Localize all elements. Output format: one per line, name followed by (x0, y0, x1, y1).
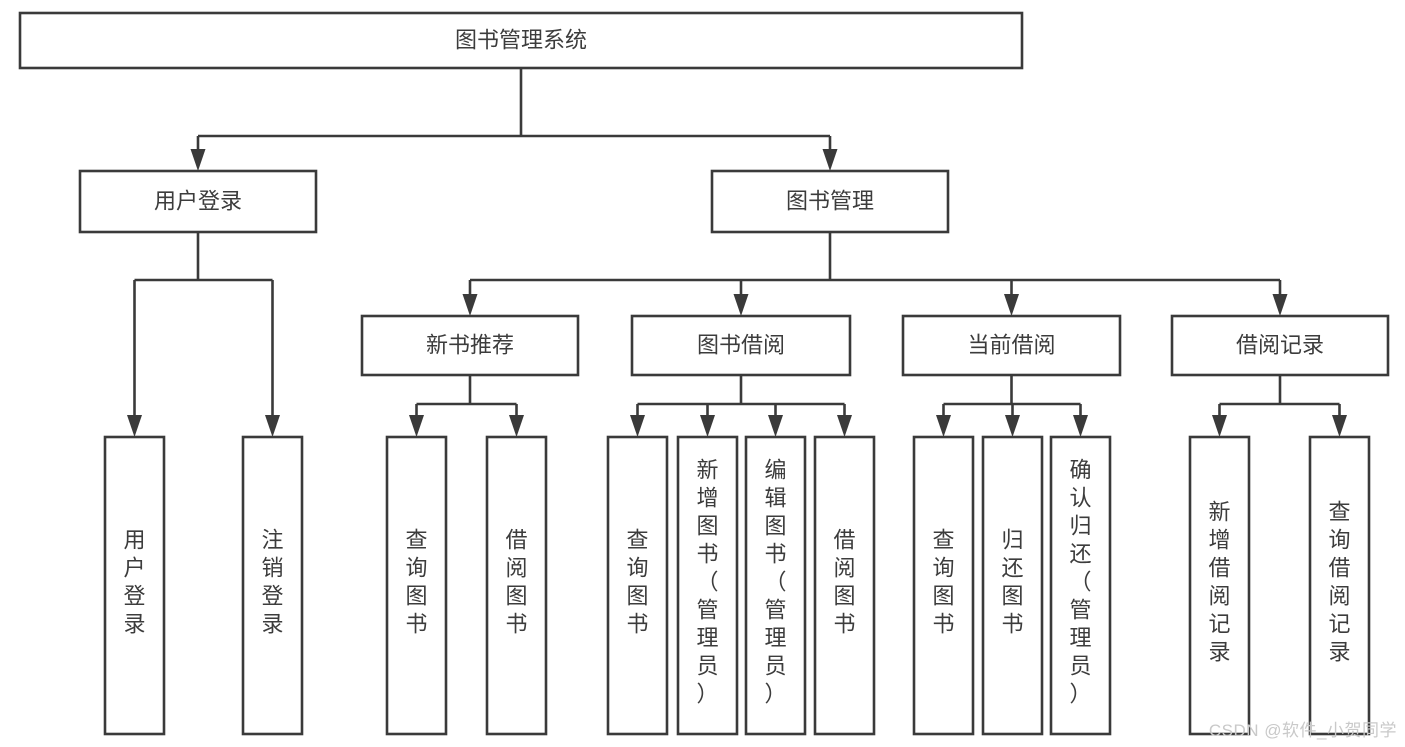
arrow-head-icon (1004, 294, 1019, 316)
node-label: 编辑图书（管理员） (764, 458, 786, 707)
node-leaf-return-book[interactable]: 归还图书 (981, 435, 1044, 736)
node-leaf-add-book[interactable]: 新增图书（管理员） (676, 435, 739, 736)
node-label: 查询图书 (405, 528, 427, 637)
node-book-borrow[interactable]: 图书借阅 (630, 314, 852, 377)
arrow-head-icon (768, 415, 783, 437)
arrow-head-icon (1272, 294, 1288, 316)
arrow-head-icon (509, 415, 524, 437)
node-layer: 图书管理系统用户登录图书管理新书推荐图书借阅当前借阅借阅记录用户登录注销登录查询… (18, 11, 1390, 736)
node-label: 借阅图书 (833, 528, 855, 637)
node-label: 新增图书（管理员） (696, 458, 718, 707)
node-label: 查询图书 (626, 528, 648, 637)
node-user-login[interactable]: 用户登录 (78, 169, 318, 234)
arrow-head-icon (1073, 415, 1088, 437)
node-label: 查询借阅记录 (1328, 500, 1350, 665)
arrow-head-icon (700, 415, 715, 437)
node-label: 查询图书 (932, 528, 954, 637)
node-label: 图书管理 (786, 188, 874, 213)
node-book-manage[interactable]: 图书管理 (710, 169, 950, 234)
node-box[interactable] (981, 435, 1044, 736)
arrow-head-icon (936, 415, 951, 437)
node-box[interactable] (485, 435, 548, 736)
node-label: 当前借阅 (967, 332, 1055, 357)
node-label: 图书管理系统 (455, 27, 587, 52)
node-box[interactable] (78, 169, 318, 234)
node-box[interactable] (710, 169, 950, 234)
node-box[interactable] (1049, 435, 1112, 736)
node-label: 新书推荐 (426, 332, 514, 357)
node-current-borrow[interactable]: 当前借阅 (901, 314, 1122, 377)
node-leaf-query-book-1[interactable]: 查询图书 (385, 435, 448, 736)
node-label: 确认归还（管理员） (1069, 458, 1091, 707)
node-label: 借阅图书 (505, 528, 527, 637)
node-root[interactable]: 图书管理系统 (18, 11, 1024, 70)
connector-layer (127, 68, 1347, 437)
arrow-head-icon (837, 415, 852, 437)
node-label: 图书借阅 (697, 332, 785, 357)
node-label: 注销登录 (261, 528, 283, 637)
arrow-head-icon (462, 294, 478, 316)
node-box[interactable] (103, 435, 166, 736)
node-label: 新增借阅记录 (1208, 500, 1230, 665)
arrow-head-icon (1005, 415, 1020, 437)
node-leaf-add-record[interactable]: 新增借阅记录 (1188, 435, 1251, 736)
watermark-text: CSDN @软件_小贺同学 (1208, 721, 1397, 740)
node-box[interactable] (813, 435, 876, 736)
node-box[interactable] (1170, 314, 1390, 377)
arrow-head-icon (127, 415, 142, 437)
node-leaf-user-login[interactable]: 用户登录 (103, 435, 166, 736)
node-box[interactable] (912, 435, 975, 736)
node-leaf-borrow-book-2[interactable]: 借阅图书 (813, 435, 876, 736)
node-borrow-record[interactable]: 借阅记录 (1170, 314, 1390, 377)
node-leaf-confirm-return[interactable]: 确认归还（管理员） (1049, 435, 1112, 736)
node-box[interactable] (676, 435, 739, 736)
node-leaf-edit-book[interactable]: 编辑图书（管理员） (744, 435, 807, 736)
arrow-head-icon (822, 149, 838, 171)
node-label: 借阅记录 (1236, 332, 1324, 357)
node-box[interactable] (18, 11, 1024, 70)
node-box[interactable] (630, 314, 852, 377)
node-new-book-recommend[interactable]: 新书推荐 (360, 314, 580, 377)
arrow-head-icon (190, 149, 206, 171)
node-box[interactable] (385, 435, 448, 736)
node-box[interactable] (606, 435, 669, 736)
node-label: 用户登录 (123, 528, 145, 637)
node-label: 用户登录 (154, 188, 242, 213)
node-leaf-logout[interactable]: 注销登录 (241, 435, 304, 736)
node-box[interactable] (241, 435, 304, 736)
arrow-head-icon (733, 294, 749, 316)
node-leaf-query-record[interactable]: 查询借阅记录 (1308, 435, 1371, 736)
node-label: 归还图书 (1001, 528, 1023, 637)
arrow-head-icon (265, 415, 280, 437)
node-box[interactable] (901, 314, 1122, 377)
node-box[interactable] (360, 314, 580, 377)
arrow-head-icon (630, 415, 645, 437)
node-leaf-query-book-3[interactable]: 查询图书 (912, 435, 975, 736)
node-box[interactable] (744, 435, 807, 736)
node-leaf-query-book-2[interactable]: 查询图书 (606, 435, 669, 736)
arrow-head-icon (1332, 415, 1347, 437)
arrow-head-icon (409, 415, 424, 437)
node-leaf-borrow-book-1[interactable]: 借阅图书 (485, 435, 548, 736)
node-box[interactable] (1308, 435, 1371, 736)
arrow-head-icon (1212, 415, 1227, 437)
node-box[interactable] (1188, 435, 1251, 736)
